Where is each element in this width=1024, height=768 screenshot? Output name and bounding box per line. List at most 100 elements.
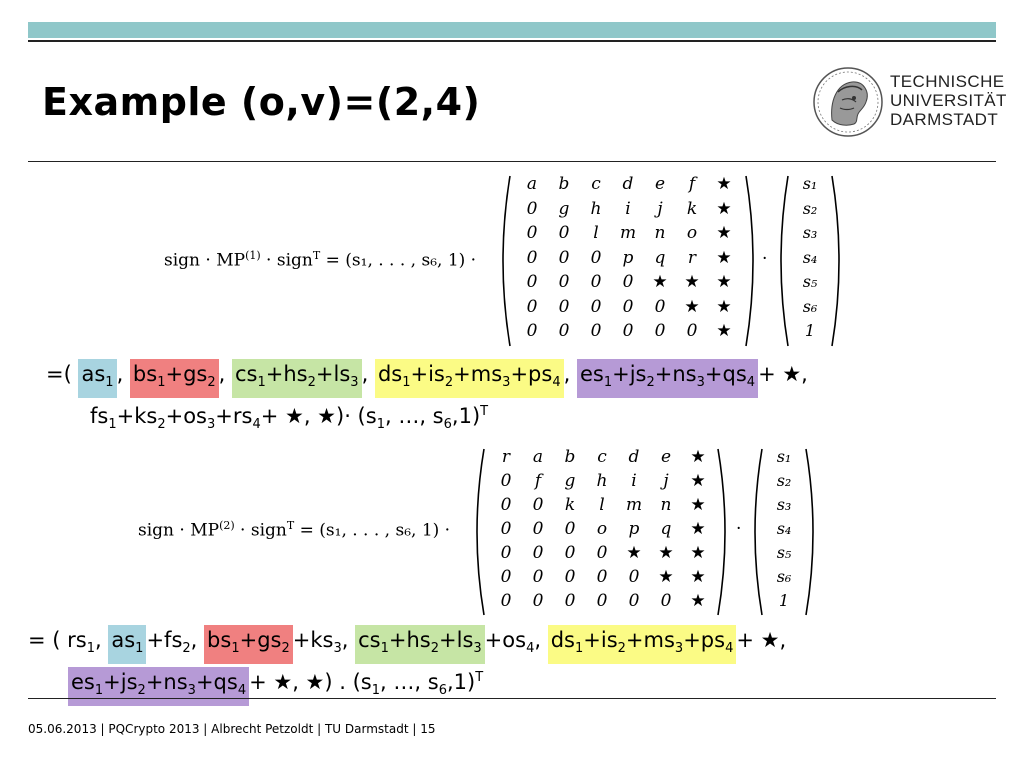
vector-entry: s₃ — [776, 495, 792, 514]
matrix-mp2-cell: k — [564, 495, 576, 515]
matrix-mp2-cell: 0 — [532, 567, 544, 587]
matrix-mp2-cell: m — [625, 495, 643, 515]
matrix-mp1-cell: f — [688, 174, 696, 194]
term2-as1: as1 — [108, 625, 147, 665]
matrix-mp1-cell: 0 — [654, 296, 666, 317]
matrix-mp1-cell: j — [657, 198, 663, 219]
vector-entry: s₄ — [802, 247, 818, 267]
matrix-mp1-cell: d — [622, 174, 634, 194]
matrix-mp2-cell: 0 — [564, 519, 576, 539]
vector-entry: s₆ — [776, 567, 792, 586]
header-divider — [28, 40, 996, 42]
vector-entry: s₁ — [776, 447, 792, 466]
result-2-line-2: es1+js2+ns3+qs4+ ★, ★) . (s1, …, s6,1)T — [68, 663, 483, 707]
matrix-mp2-cell: 0 — [500, 519, 512, 539]
result-1-line-1: =( as1, bs1+gs2, cs1+hs2+ls3, ds1+is2+ms… — [46, 359, 808, 399]
matrix-mp2-cell: ★ — [690, 543, 706, 563]
matrix-mp1-cell: ★ — [684, 272, 700, 292]
matrix-mp2-cell: 0 — [532, 543, 544, 563]
matrix-mp1-cell: ★ — [716, 321, 732, 341]
matrix-mp1-cell: 0 — [558, 272, 570, 292]
matrix-mp2-cell: 0 — [564, 591, 576, 611]
matrix-mp1-cell: 0 — [526, 223, 538, 243]
matrix-mp1-cell: 0 — [558, 223, 570, 243]
vector-entry: s₄ — [776, 519, 792, 538]
matrix-mp2-cell: 0 — [596, 591, 608, 611]
matrix-mp1-cell: ★ — [716, 198, 732, 219]
logo-line-1: TECHNISCHE — [890, 72, 1005, 91]
matrix-mp2-cell: e — [660, 447, 672, 467]
matrix-mp2-cell: n — [660, 495, 672, 515]
matrix-mp1-cell: q — [654, 247, 666, 268]
matrix-mp2-cell: i — [631, 471, 637, 491]
matrix-mp1-cell: 0 — [590, 272, 602, 292]
matrix-mp2-cell: g — [564, 471, 576, 491]
matrix-mp1-cell: ★ — [716, 272, 732, 292]
matrix-mp2-cell: o — [596, 519, 608, 539]
athena-emblem-icon — [813, 67, 883, 137]
matrix-mp1-cell: 0 — [590, 247, 602, 268]
matrix-mp1-cell: 0 — [558, 247, 570, 268]
matrix-mp2-cell: ★ — [626, 543, 642, 563]
matrix-mp1-cell: 0 — [558, 296, 570, 317]
matrix-mp2-cell: 0 — [500, 543, 512, 563]
term-cs-hs-ls: cs1+hs2+ls3 — [232, 359, 362, 399]
matrix-mp2-cell: 0 — [500, 567, 512, 587]
matrix-mp1-cell: ★ — [716, 296, 732, 317]
matrix-mp1-cell: m — [619, 223, 637, 243]
matrix-mp1-cell: b — [558, 174, 570, 194]
matrix-mp1-cell: ★ — [716, 174, 732, 194]
result-1-line-2: fs1+ks2+os3+rs4+ ★, ★)· (s1, …, s6,1)T — [90, 404, 489, 433]
multiply-dot: · — [762, 249, 768, 269]
matrix-mp2-cell: 0 — [532, 519, 544, 539]
matrix-mp1-cell: 0 — [526, 247, 538, 268]
vector-entry: s₃ — [802, 223, 818, 242]
matrix-mp1-cell: 0 — [526, 296, 538, 317]
tu-darmstadt-logo: TECHNISCHE UNIVERSITÄT DARMSTADT — [804, 58, 1014, 144]
matrix-mp1-cell: 0 — [654, 321, 666, 341]
term-bs-gs: bs1+gs2 — [129, 359, 219, 399]
matrix-mp1-cell: 0 — [622, 321, 634, 341]
matrix-mp2-cell: l — [599, 495, 605, 515]
matrix-mp2-cell: 0 — [628, 567, 640, 587]
logo-line-2: UNIVERSITÄT — [890, 91, 1007, 110]
vector-entry: 1 — [804, 321, 816, 340]
slide-title: Example (o,v)=(2,4) — [42, 80, 481, 124]
equation-2-lhs: sign · MP(2) · signT = (s₁, . . . , s₆, … — [138, 519, 451, 541]
vector-entry: s₅ — [776, 543, 792, 562]
matrix-mp2-cell: 0 — [628, 591, 640, 611]
vector-entry: s₆ — [802, 296, 818, 316]
matrix-mp1-cell: n — [654, 223, 666, 243]
matrix-mp2-cell: ★ — [690, 567, 706, 587]
equation-1-lhs: sign · MP(1) · signT = (s₁, . . . , s₆, … — [164, 249, 477, 271]
matrix-mp2-cell: 0 — [596, 567, 608, 587]
matrix-mp1-cell: 0 — [526, 321, 538, 341]
header-accent-bar — [28, 22, 996, 38]
matrix-mp1-cell: ★ — [716, 223, 732, 243]
matrix-mp2-cell: 0 — [596, 543, 608, 563]
term2-bs-gs: bs1+gs2 — [204, 625, 293, 665]
matrix-mp1-cell: g — [558, 198, 570, 219]
matrix-mp2-cell: b — [564, 447, 576, 467]
multiply-dot-2: · — [736, 519, 742, 539]
matrix-mp2-cell: c — [597, 447, 607, 467]
matrix-mp2-cell: ★ — [690, 519, 706, 539]
matrix-mp1-cell: ★ — [652, 272, 668, 292]
matrix-mp2-cell: f — [534, 471, 542, 491]
matrix-mp2-cell: 0 — [660, 591, 672, 611]
matrix-mp2-cell: j — [663, 471, 669, 491]
matrix-mp1-cell: 0 — [622, 296, 634, 317]
term2-ds-is-ms-ps: ds1+is2+ms3+ps4 — [547, 625, 737, 665]
logo-line-3: DARMSTADT — [890, 110, 999, 129]
vector-entry: 1 — [778, 591, 790, 610]
matrix-mp2-cell: ★ — [690, 591, 706, 611]
matrix-mp2-cell: ★ — [690, 471, 706, 491]
matrix-mp1-cell: k — [686, 198, 698, 219]
title-divider — [28, 161, 996, 162]
matrix-mp1-cell: h — [590, 198, 602, 219]
